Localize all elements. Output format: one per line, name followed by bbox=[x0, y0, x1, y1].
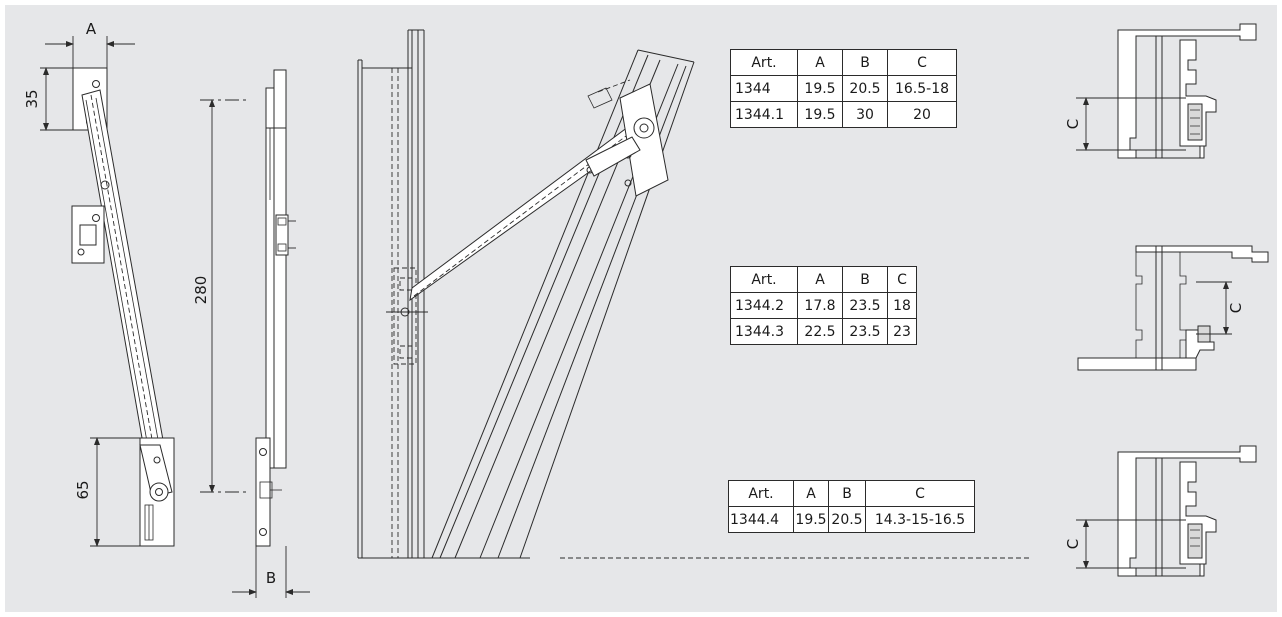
cell-c: 18 bbox=[887, 292, 917, 319]
stay-arm bbox=[81, 89, 173, 496]
dim-a-top: A bbox=[86, 20, 97, 38]
header-a: A bbox=[797, 49, 843, 76]
dim-c-3: C bbox=[1064, 539, 1082, 549]
cell-a: 17.8 bbox=[797, 292, 843, 319]
cell-art: 1344 bbox=[730, 75, 798, 102]
cell-a: 22.5 bbox=[797, 318, 843, 345]
header-b: B bbox=[842, 49, 888, 76]
profile-section-3: C bbox=[1064, 445, 1257, 577]
dim-b-bottom: B bbox=[266, 569, 276, 587]
table-row: 1344.3 22.5 23.5 23 bbox=[730, 318, 917, 345]
dim-280: 280 bbox=[192, 276, 210, 305]
window-open-view bbox=[357, 29, 1030, 559]
table-header-row: Art. A B C bbox=[728, 480, 975, 507]
header-c: C bbox=[887, 49, 957, 76]
cell-c: 16.5-18 bbox=[887, 75, 957, 102]
spec-table-2: Art. A B C 1344.2 17.8 23.5 18 1344.3 22… bbox=[730, 266, 917, 345]
cell-b: 23.5 bbox=[842, 318, 888, 345]
cell-b: 20.5 bbox=[842, 75, 888, 102]
profile-section-1: C bbox=[1064, 23, 1257, 159]
profile-section-2: C bbox=[1077, 245, 1269, 371]
header-b: B bbox=[842, 266, 888, 293]
side-top-plate bbox=[273, 69, 287, 129]
header-art: Art. bbox=[730, 266, 798, 293]
cell-b: 30 bbox=[842, 101, 888, 128]
dim-35: 35 bbox=[23, 89, 41, 108]
header-a: A bbox=[797, 266, 843, 293]
guide-bracket bbox=[71, 205, 105, 264]
header-c: C bbox=[865, 480, 975, 507]
cell-art: 1344.3 bbox=[730, 318, 798, 345]
table-row: 1344.1 19.5 30 20 bbox=[730, 101, 957, 128]
sash-mount bbox=[619, 83, 669, 197]
side-view: 280 B bbox=[192, 69, 310, 598]
cell-a: 19.5 bbox=[797, 75, 843, 102]
cell-b: 20.5 bbox=[828, 506, 866, 533]
header-art: Art. bbox=[728, 480, 794, 507]
table-header-row: Art. A B C bbox=[730, 49, 957, 76]
cell-c: 23 bbox=[887, 318, 917, 345]
spec-table-1: Art. A B C 1344 19.5 20.5 16.5-18 1344.1… bbox=[730, 49, 957, 128]
cell-b: 23.5 bbox=[842, 292, 888, 319]
dim-c-1: C bbox=[1064, 119, 1082, 129]
table-header-row: Art. A B C bbox=[730, 266, 917, 293]
cell-c: 20 bbox=[887, 101, 957, 128]
dim-65: 65 bbox=[74, 480, 92, 499]
cell-c: 14.3-15-16.5 bbox=[865, 506, 975, 533]
cell-art: 1344.4 bbox=[728, 506, 794, 533]
header-b: B bbox=[828, 480, 866, 507]
cell-a: 19.5 bbox=[793, 506, 829, 533]
table-row: 1344.4 19.5 20.5 14.3-15-16.5 bbox=[728, 506, 975, 533]
cell-art: 1344.2 bbox=[730, 292, 798, 319]
spec-table-3: Art. A B C 1344.4 19.5 20.5 14.3-15-16.5 bbox=[728, 480, 975, 533]
table-row: 1344 19.5 20.5 16.5-18 bbox=[730, 75, 957, 102]
front-view-stay: A 35 65 bbox=[23, 20, 175, 547]
header-c: C bbox=[887, 266, 917, 293]
side-bottom-plate bbox=[255, 437, 271, 547]
dim-c-2: C bbox=[1227, 303, 1245, 313]
header-a: A bbox=[793, 480, 829, 507]
cell-a: 19.5 bbox=[797, 101, 843, 128]
table-row: 1344.2 17.8 23.5 18 bbox=[730, 292, 917, 319]
cell-art: 1344.1 bbox=[730, 101, 798, 128]
header-art: Art. bbox=[730, 49, 798, 76]
